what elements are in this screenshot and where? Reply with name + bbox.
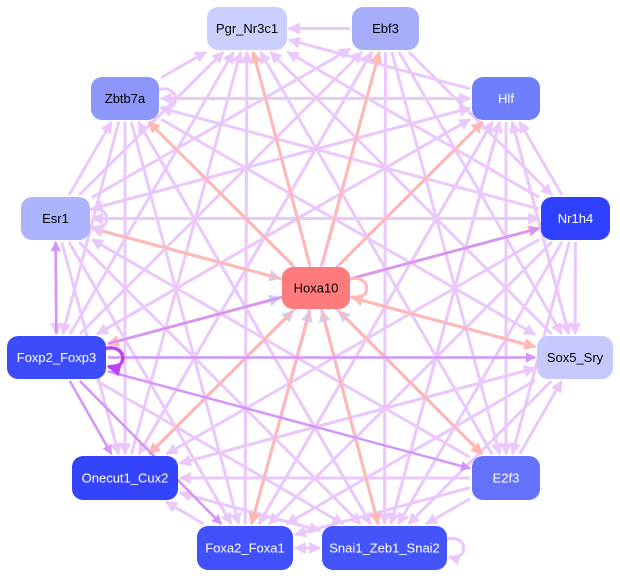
node-ebf3[interactable]: Ebf3: [352, 7, 419, 50]
edge-ebf3-to-snai1_zeb1_snai2: [378, 51, 391, 526]
node-label: Onecut1_Cux2: [82, 471, 169, 486]
node-label: Pgr_Nr3c1: [216, 21, 278, 36]
node-label: Zbtb7a: [105, 91, 146, 106]
edge-e2f3-to-snai1_zeb1_snai2: [425, 497, 471, 526]
node-snai1-zeb1-snai2[interactable]: Snai1_Zeb1_Snai2: [322, 526, 447, 570]
edges-layer: [50, 22, 582, 566]
edge-foxp2_foxp3-to-e2f3: [107, 370, 471, 471]
node-hlf[interactable]: Hlf: [472, 77, 540, 120]
edge-hoxa10-to-ebf3: [320, 50, 383, 266]
node-label: Nr1h4: [558, 211, 593, 226]
node-hoxa10[interactable]: Hoxa10: [282, 267, 350, 309]
edge-e2f3-to-pgr_nr3c1: [259, 50, 494, 455]
edge-hoxa10-to-pgr_nr3c1: [250, 50, 312, 266]
edge-snai1_zeb1_snai2-to-zbtb7a: [137, 120, 372, 525]
node-label: Esr1: [42, 211, 69, 226]
node-label: Sox5_Sry: [547, 350, 604, 365]
edge-foxp2_foxp3-to-hlf: [96, 117, 472, 336]
edge-e2f3-to-esr1: [90, 238, 471, 459]
node-foxa2-foxa1[interactable]: Foxa2_Foxa1: [197, 526, 293, 570]
node-onecut1-cux2[interactable]: Onecut1_Cux2: [72, 456, 178, 500]
edge-foxp2_foxp3-to-esr1: [50, 241, 61, 335]
self-loop-hoxa10: [349, 276, 369, 306]
edge-foxp2_foxp3-to-snai1_zeb1_snai2: [96, 379, 345, 526]
node-label: Foxp2_Foxp3: [17, 350, 97, 365]
edge-e2f3-to-foxa2_foxa1: [293, 486, 471, 538]
edge-zbtb7a-to-foxp2_foxp3: [59, 121, 121, 336]
edge-hoxa10-to-zbtb7a: [147, 120, 294, 267]
node-sox5-sry[interactable]: Sox5_Sry: [537, 336, 613, 379]
edge-foxa2_foxa1-to-pgr_nr3c1: [240, 50, 253, 525]
node-pgr-nr3c1[interactable]: Pgr_Nr3c1: [207, 7, 287, 50]
self-loop-esr1: [89, 207, 109, 236]
node-foxp2-foxp3[interactable]: Foxp2_Foxp3: [7, 336, 106, 379]
edge-e2f3-to-sox5_sry: [518, 379, 563, 455]
edge-hoxa10-to-sox5_sry: [351, 296, 537, 350]
node-label: Ebf3: [372, 21, 399, 36]
nodes-layer: Pgr_Nr3c1 Ebf3 Zbtb7a Hlf Esr1 Nr1h4 Hox…: [7, 7, 613, 570]
node-label: Hlf: [498, 91, 514, 106]
edge-zbtb7a-to-sox5_sry: [160, 117, 537, 336]
edge-nr1h4-to-hlf: [518, 120, 564, 196]
edge-nr1h4-to-onecut1_cux2: [165, 238, 540, 456]
edge-hoxa10-to-snai1_zeb1_snai2: [320, 310, 382, 526]
node-label: Foxa2_Foxa1: [205, 541, 285, 556]
self-loop-zbtb7a: [158, 87, 178, 116]
edge-hoxa10-to-e2f3: [337, 309, 484, 456]
edge-foxa2_foxa1-to-hlf: [257, 120, 494, 525]
self-loop-foxp2_foxp3: [105, 346, 125, 377]
edge-foxp2_foxp3-to-foxa2_foxa1: [78, 380, 223, 525]
edge-esr1-to-zbtb7a: [67, 120, 113, 196]
edge-esr1-to-ebf3: [91, 47, 352, 199]
node-label: Hoxa10: [294, 281, 339, 296]
edge-sox5_sry-to-hlf: [509, 120, 571, 335]
edge-hoxa10-to-esr1: [90, 225, 281, 280]
node-esr1[interactable]: Esr1: [21, 197, 90, 240]
node-e2f3[interactable]: E2f3: [472, 456, 540, 500]
self-loop-snai1_zeb1_snai2: [446, 536, 466, 566]
edge-onecut1_cux2-to-snai1_zeb1_snai2: [179, 491, 322, 534]
edge-zbtb7a-to-pgr_nr3c1: [160, 50, 208, 80]
edge-foxp2_foxp3-to-onecut1_cux2: [68, 380, 113, 455]
edge-foxa2_foxa1-to-onecut1_cux2: [165, 500, 205, 526]
node-zbtb7a[interactable]: Zbtb7a: [91, 77, 159, 120]
edge-hoxa10-to-hlf: [338, 120, 484, 267]
edge-onecut1_cux2-to-sox5_sry: [179, 365, 537, 465]
node-label: E2f3: [493, 471, 520, 486]
edge-hlf-to-pgr_nr3c1: [287, 36, 471, 91]
node-nr1h4[interactable]: Nr1h4: [541, 197, 610, 240]
edge-onecut1_cux2-to-ebf3: [137, 50, 374, 455]
node-label: Snai1_Zeb1_Snai2: [329, 541, 440, 556]
edge-hoxa10-to-onecut1_cux2: [148, 309, 294, 456]
